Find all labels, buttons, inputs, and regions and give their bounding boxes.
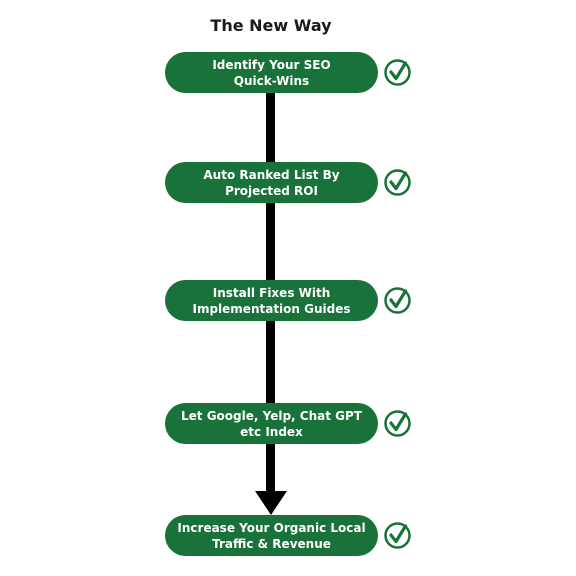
step-label: Auto Ranked List By Projected ROI — [203, 167, 340, 198]
step-auto-ranked-list: Auto Ranked List By Projected ROI — [165, 162, 378, 203]
connector-line-4 — [266, 444, 275, 494]
step-identify-quick-wins: Identify Your SEO Quick-Wins — [165, 52, 378, 93]
step-increase-traffic: Increase Your Organic Local Traffic & Re… — [165, 515, 378, 556]
step-label: Let Google, Yelp, Chat GPT etc Index — [181, 408, 362, 439]
check-circle-icon — [383, 409, 412, 438]
step-label: Install Fixes With Implementation Guides — [192, 285, 351, 316]
check-circle-icon — [383, 58, 412, 87]
arrow-head — [255, 491, 287, 515]
step-label: Identify Your SEO Quick-Wins — [212, 57, 331, 88]
diagram-title: The New Way — [210, 16, 332, 35]
connector-line-3 — [266, 321, 275, 404]
step-label: Increase Your Organic Local Traffic & Re… — [177, 520, 366, 551]
check-circle-icon — [383, 521, 412, 550]
connector-line-2 — [266, 203, 275, 281]
check-circle-icon — [383, 286, 412, 315]
check-circle-icon — [383, 168, 412, 197]
step-install-fixes: Install Fixes With Implementation Guides — [165, 280, 378, 321]
step-let-index: Let Google, Yelp, Chat GPT etc Index — [165, 403, 378, 444]
connector-line-1 — [266, 93, 275, 163]
